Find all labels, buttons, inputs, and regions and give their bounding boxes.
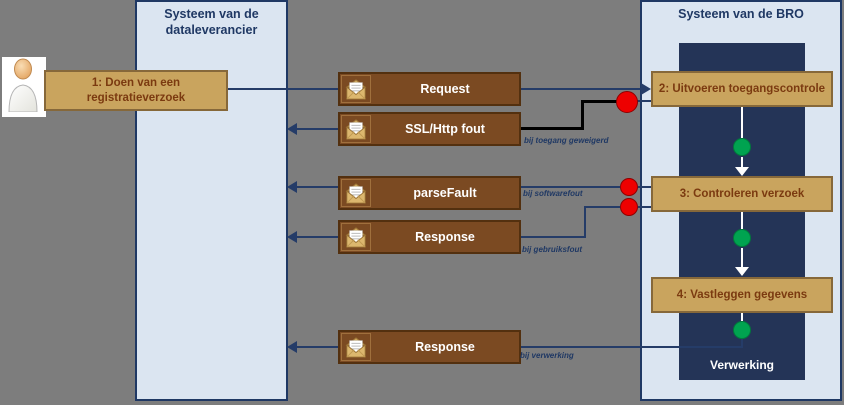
condition-label: bij toegang geweigerd [524, 136, 609, 145]
final-response-line-vertical [741, 337, 743, 348]
envelope-icon [341, 75, 371, 103]
bro-flow-line [741, 107, 743, 138]
task-vastleggen-gegevens: 4: Vastleggen gegevens [651, 277, 833, 313]
condition-label: bij softwarefout [523, 189, 583, 198]
condition-label: bij verwerking [520, 351, 574, 360]
task-doen-registratieverzoek: 1: Doen van een registratieverzoek [44, 70, 228, 111]
fault-path-segment [581, 100, 584, 130]
task-uitvoeren-toegangscontrole: 2: Uitvoeren toegangscontrole [651, 71, 833, 107]
error-node-connector [638, 186, 651, 188]
data-supplier-actor [2, 57, 46, 117]
success-node [733, 138, 751, 156]
message-request: Request [338, 72, 521, 106]
envelope-icon [341, 333, 371, 361]
error-node [616, 91, 638, 113]
error-node [620, 178, 638, 196]
task-label: 4: Vastleggen gegevens [676, 288, 808, 301]
task-controleren-verzoek: 3: Controleren verzoek [651, 176, 833, 212]
bro-flow-line [741, 248, 743, 268]
parsefault-arrowhead-icon [287, 181, 297, 193]
lane-dataleverancier-title: Systeem van de dataleverancier [164, 7, 259, 37]
bro-flow-line [741, 212, 743, 229]
parsefault-feedback-line [521, 186, 620, 188]
response-feedback-line-vertical [584, 206, 586, 238]
task-label: 3: Controleren verzoek [679, 187, 805, 200]
message-label: Response [415, 230, 475, 244]
message-ssl-http-fout: SSL/Http fout [338, 112, 521, 146]
final-response-arrowhead-icon [287, 341, 297, 353]
message-response: Response [338, 220, 521, 254]
fault-path-segment [521, 127, 583, 130]
success-node [733, 229, 751, 247]
bro-flow-line [741, 157, 743, 168]
ssl-fout-arrowhead-icon [287, 123, 297, 135]
fault-path-segment [582, 100, 618, 103]
message-label: parseFault [413, 186, 477, 200]
task-label: 2: Uitvoeren toegangscontrole [658, 82, 826, 95]
error-node-connector [638, 206, 651, 208]
final-response-line-right [521, 346, 742, 348]
message-response-final: Response [338, 330, 521, 364]
message-label: Request [420, 82, 470, 96]
lane-bro-title: Systeem van de BRO [678, 7, 804, 21]
flow-down-arrowhead-icon [735, 267, 749, 276]
person-icon [5, 56, 43, 117]
request-arrowhead-icon [641, 83, 651, 95]
message-parsefault: parseFault [338, 176, 521, 210]
response-arrowhead-icon [287, 231, 297, 243]
parsefault-return-line [297, 186, 338, 188]
lane-dataleverancier: Systeem van de dataleverancier [135, 0, 288, 401]
condition-label: bij gebruiksfout [522, 245, 582, 254]
ssl-fout-return-line [297, 128, 338, 130]
message-label: SSL/Http fout [405, 122, 485, 136]
processing-label: Verwerking [709, 358, 775, 372]
envelope-icon [341, 179, 371, 207]
bro-flow-line [741, 313, 743, 321]
task-label: 1: Doen van een registratieverzoek [86, 76, 186, 104]
envelope-icon [341, 115, 371, 143]
envelope-icon [341, 223, 371, 251]
message-label: Response [415, 340, 475, 354]
response-feedback-line [521, 236, 586, 238]
success-node [733, 321, 751, 339]
response-return-line [297, 236, 338, 238]
error-node [620, 198, 638, 216]
flow-down-arrowhead-icon [735, 167, 749, 176]
response-feedback-line [584, 206, 620, 208]
final-response-return-line [297, 346, 338, 348]
error-node-connector [637, 100, 651, 102]
